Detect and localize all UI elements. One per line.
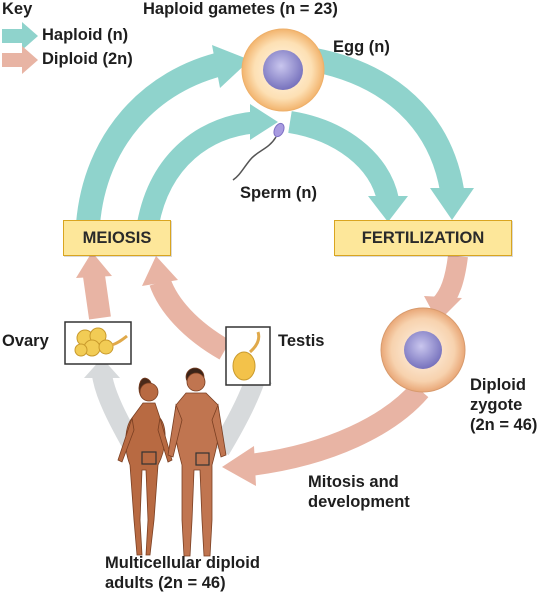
haploid-arrow-meiosis-to-egg [76, 45, 250, 226]
zygote-cell [380, 307, 466, 393]
zygote-label: Diploid zygote (2n = 46) [470, 376, 537, 435]
sperm-label: Sperm (n) [240, 184, 318, 202]
mitosis-label: Mitosis and development [308, 473, 410, 513]
adults-label-line1: Multicellular diploid [105, 554, 260, 572]
fertilization-box: FERTILIZATION [334, 220, 512, 256]
sperm-cell [232, 122, 285, 181]
zygote-label-line3: (2n = 46) [470, 415, 538, 434]
haploid-arrow-egg-to-fertilization [312, 48, 474, 220]
diploid-arrow-ovary-to-meiosis [76, 252, 112, 320]
adults-label: Multicellular diploid adults (2n = 46) [105, 554, 260, 594]
key-diploid-arrow [2, 46, 38, 74]
diploid-arrow-fertilization-to-zygote [424, 254, 468, 322]
egg-cell [241, 28, 325, 112]
diploid-arrow-testis-to-meiosis [142, 256, 231, 360]
male-adult-figure [167, 367, 227, 557]
haploid-arrow-sperm-path [137, 104, 408, 227]
testis-illustration [225, 326, 271, 386]
key-title: Key [2, 0, 33, 18]
key-haploid-arrow [2, 22, 38, 50]
adults-label-line2: adults (2n = 46) [105, 573, 226, 592]
ovary-label: Ovary [2, 332, 49, 350]
mitosis-label-line1: Mitosis and [308, 473, 399, 491]
zygote-label-line2: zygote [470, 395, 523, 414]
zygote-label-line1: Diploid [470, 376, 526, 394]
haploid-gametes-label: Haploid gametes (n = 23) [143, 0, 338, 18]
egg-label: Egg (n) [333, 38, 390, 56]
testis-label: Testis [278, 332, 325, 350]
meiosis-box: MEIOSIS [63, 220, 171, 256]
key-haploid-label: Haploid (n) [42, 26, 129, 44]
female-adult-figure [117, 377, 173, 556]
key-diploid-label: Diploid (2n) [42, 50, 133, 68]
ovary-illustration [64, 321, 132, 365]
mitosis-label-line2: development [308, 492, 410, 511]
diploid-arrow-zygote-to-adults [222, 382, 429, 486]
